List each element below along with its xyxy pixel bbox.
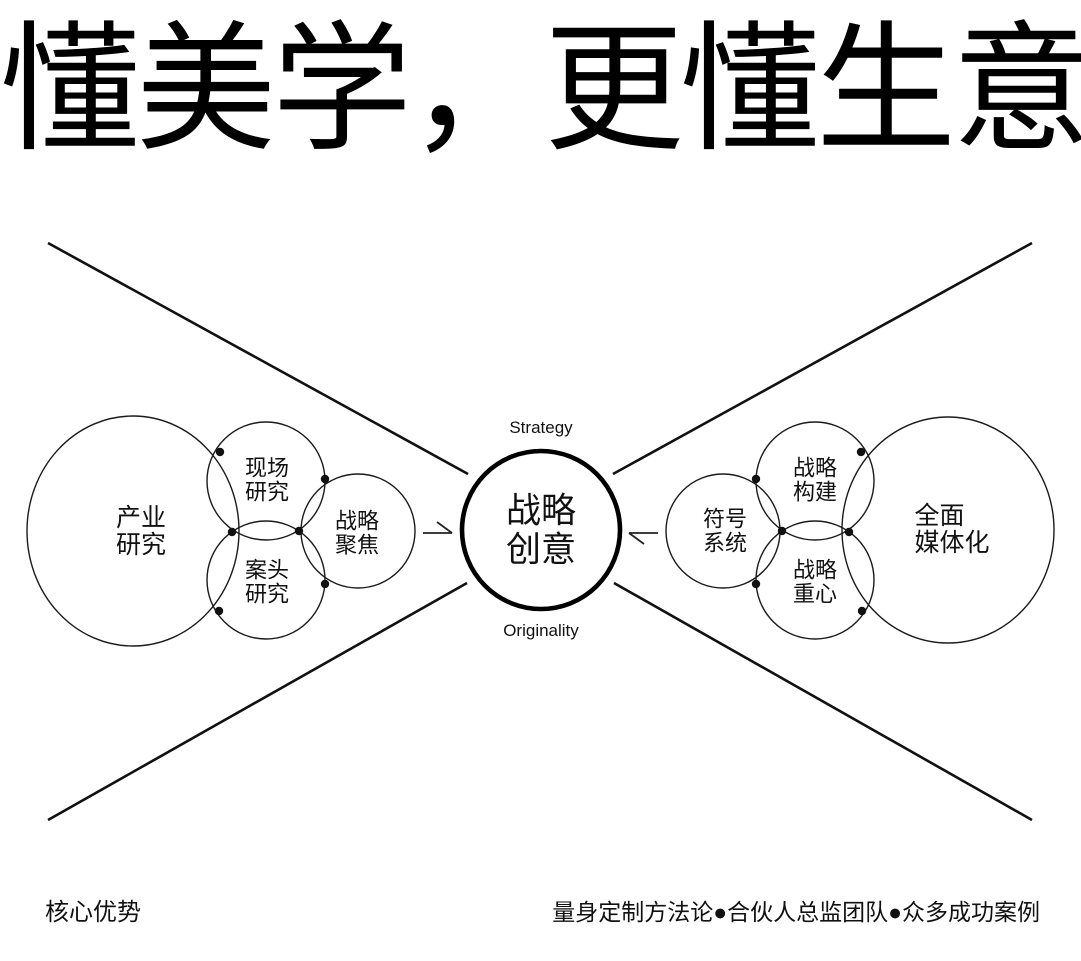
circle-industry-research [26, 415, 240, 647]
circle-full-mediaization [841, 416, 1055, 644]
tangent-dot [320, 474, 330, 484]
diagonal-line-top-left [47, 241, 469, 476]
footer-methodology: 量身定制方法论●合伙人总监团队●众多成功案例 [552, 899, 1040, 925]
label-desk-research: 案头 研究 [244, 557, 290, 606]
label-strategy-focus: 战略 聚焦 [334, 508, 380, 557]
tangent-dot [751, 579, 761, 589]
label-full-mediaization: 全面 媒体化 [914, 502, 990, 557]
tangent-dot [856, 447, 866, 457]
label-industry-research: 产业 研究 [115, 504, 167, 559]
tangent-dot [320, 579, 330, 589]
footer-core-advantage: 核心优势 [45, 899, 141, 926]
label-strategy-gravity: 战略 重心 [792, 557, 838, 606]
diagonal-line-bottom-left [47, 581, 468, 822]
tangent-dot [294, 526, 304, 536]
label-symbol-system: 符号 系统 [702, 506, 748, 555]
label-field-research: 现场 研究 [244, 455, 290, 504]
caption-strategy: Strategy [509, 418, 573, 437]
caption-originality: Originality [503, 621, 579, 640]
tangent-dot [844, 527, 854, 537]
tangent-dot [214, 606, 224, 616]
diagonal-line-bottom-right [613, 581, 1033, 822]
tangent-dot [857, 606, 867, 616]
tangent-dot [751, 474, 761, 484]
tangent-dot [215, 447, 225, 457]
diagonal-line-top-right [612, 241, 1033, 476]
label-strategy-build: 战略 构建 [792, 455, 838, 504]
label-strategy-creative: 战略 创意 [505, 491, 577, 569]
tangent-dot [227, 527, 237, 537]
page-title: 懂美学，更懂生意 [0, 11, 1081, 168]
arrow-left-icon [628, 532, 658, 545]
tangent-dot [777, 526, 787, 536]
arrow-right-icon [423, 521, 453, 534]
circle-strategy-creative [459, 448, 623, 612]
